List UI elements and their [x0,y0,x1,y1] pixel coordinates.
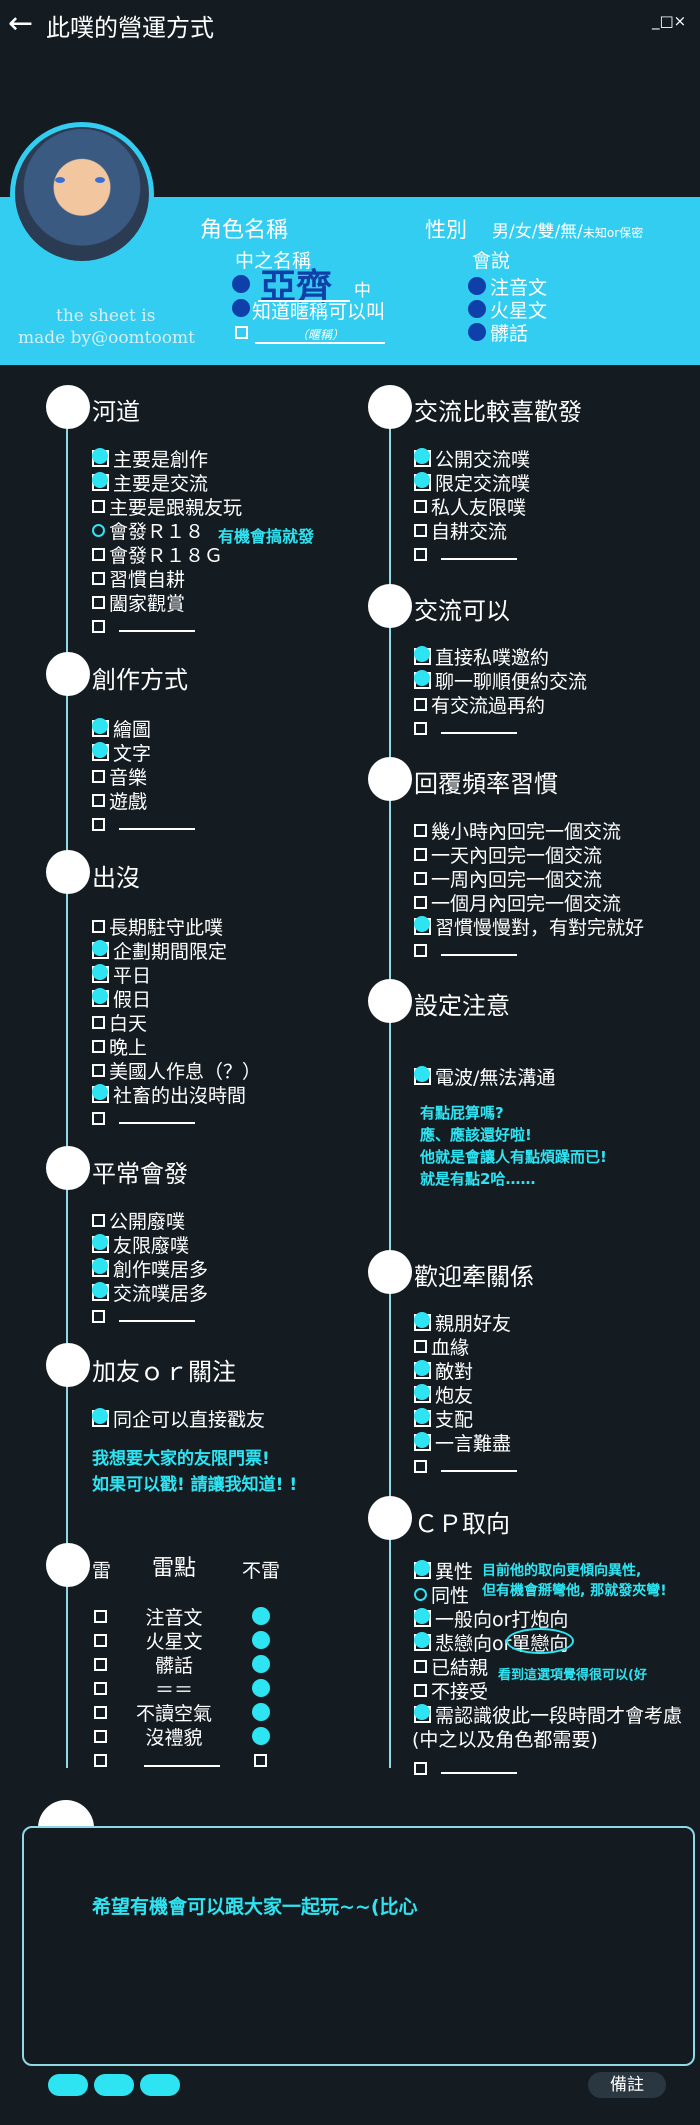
nickname-dot [232,299,250,317]
follow-note-1: 我想要大家的友限門票! [92,1449,270,1469]
dislikes-col-right: 不雷 [242,1560,281,1582]
section-title-presence: 出沒 [92,864,140,892]
setting-note-4: 就是有點2哈…… [420,1170,536,1188]
remarks-label-tab[interactable]: 備註 [588,2072,666,2098]
setting-note-2: 應、應該還好啦! [420,1126,532,1144]
left-node-6 [46,1543,90,1587]
section-title-reply-freq: 回覆頻率習慣 [414,770,558,798]
right-node-5 [368,1250,412,1294]
left-node-5 [46,1343,90,1387]
right-timeline [389,408,391,1768]
nickname-checkbox[interactable] [235,326,248,339]
window-controls-icon[interactable]: _□× [652,12,687,30]
setting-note-1: 有點屁算嗎? [420,1104,504,1122]
remarks-panel[interactable] [22,1826,695,2066]
cp-note-3: 看到這選項覺得很可以(好 [498,1668,647,1683]
section-title-river: 河道 [92,398,140,426]
char-name-label: 角色名稱 [200,218,289,243]
follow-note-2: 如果可以戳! 請讓我知道! ! [92,1475,298,1495]
right-node-1 [368,385,412,429]
cp-note-2: 但有機會掰彎他, 那就發夾彎! [482,1583,667,1599]
cp-circle-highlight [506,1628,574,1654]
page-title: 此噗的營運方式 [46,14,214,42]
chinese-name-label: 中之名稱 [235,250,312,272]
right-node-3 [368,757,412,801]
left-node-2 [46,652,90,696]
left-node-3 [46,850,90,894]
remarks-text: 希望有機會可以跟大家一起玩~~(比心 [92,1896,418,1918]
wolf-boy-avatar-icon [15,127,149,261]
r18-note: 有機會搞就發 [218,527,315,546]
section-title-cp: ＣＰ取向 [414,1510,510,1538]
left-node-1 [46,385,90,429]
nickname-blank-label: （暱稱） [296,328,345,342]
page-dots[interactable] [48,2074,180,2096]
right-node-4 [368,979,412,1023]
section-title-setting-notes: 設定注意 [414,992,510,1020]
avatar-ring [10,122,154,266]
lang-label: 會說 [472,250,511,272]
name-dot [232,275,250,293]
section-title-posts: 平常會發 [92,1160,188,1188]
section-title-exchange-prefer: 交流比較喜歡發 [414,398,582,426]
right-node-2 [368,584,412,628]
left-timeline [66,408,68,1768]
name-suffix: 中 [354,281,371,301]
dislikes-col-mid: 雷點 [152,1556,197,1581]
section-title-creation: 創作方式 [92,666,188,694]
section-title-dislikes: 雷 [92,1560,112,1582]
cp-note-1: 目前他的取向更傾向異性, [482,1563,642,1579]
back-arrow-icon[interactable]: ← [8,6,34,41]
gender-options: 男/女/雙/無/未知or保密 [492,222,644,242]
nickname-label: 知道暱稱可以叫 [252,301,386,323]
left-node-4 [46,1146,90,1190]
credit-line-2: made by@oomtoomt [18,328,195,348]
setting-note-3: 他就是會讓人有點煩躁而已! [420,1148,607,1166]
section-title-follow: 加友ｏｒ關注 [92,1358,236,1386]
right-node-6 [368,1496,412,1540]
section-title-exchange-can: 交流可以 [414,597,510,625]
section-title-relations: 歡迎牽關係 [414,1263,534,1291]
gender-label: 性別 [425,218,467,242]
credit-line-1: the sheet is [56,306,156,326]
